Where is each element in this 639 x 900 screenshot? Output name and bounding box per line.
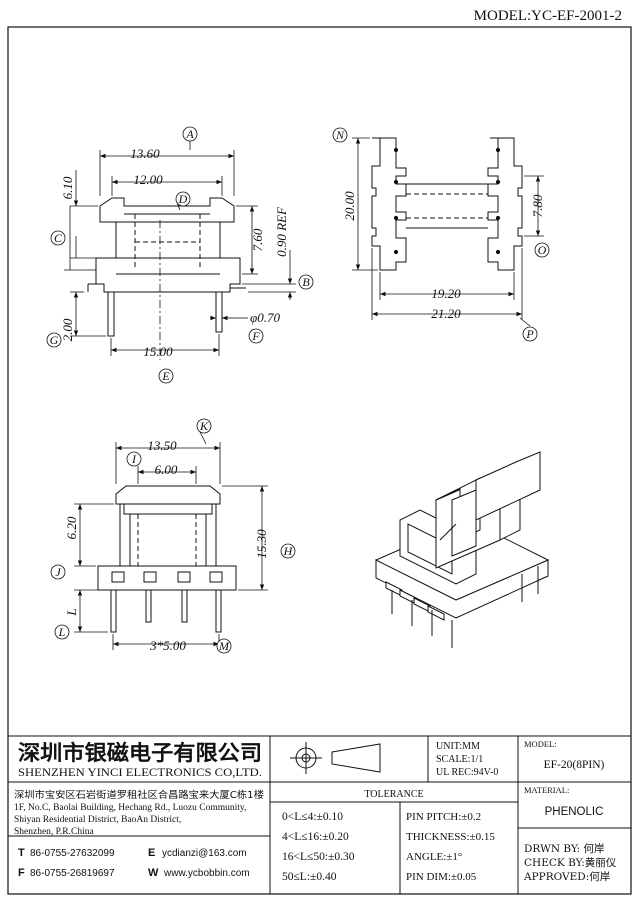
title-block-lines: [8, 735, 631, 894]
scale-label: SCALE:1/1: [436, 754, 483, 765]
dim-6-20: 6.20: [64, 516, 79, 539]
bubble-N: N: [335, 128, 345, 142]
bubble-P: P: [525, 327, 534, 341]
approved-by: APPROVED:何岸: [523, 870, 610, 883]
fax-value: 86-0755-26819697: [30, 868, 115, 879]
side-view-bubbles: [50, 418, 296, 654]
material-box-value: PHENOLIC: [545, 806, 604, 818]
dim-15-30: 15.30: [254, 529, 269, 559]
model-header: MODEL:YC-EF-2001-2: [474, 8, 622, 24]
dim-0-90-ref: 0.90 REF: [274, 206, 289, 257]
bubble-B: B: [302, 275, 310, 289]
drawing-frame: [7, 26, 632, 895]
unit-label: UNIT:MM: [436, 741, 480, 752]
dim-12-00: 12.00: [133, 172, 163, 187]
model-box-value: EF-20(8PIN): [544, 759, 605, 771]
projection-symbol: [290, 742, 381, 774]
tel-value: 86-0755-27632099: [30, 848, 115, 859]
top-view-dimensions: [352, 137, 544, 327]
bubble-L: L: [58, 625, 66, 639]
thickness-tolerance: THICKNESS:±0.15: [406, 831, 495, 843]
top-view-bubbles: [332, 127, 550, 342]
company-address-en-3: Shenzhen, P.R.China: [14, 827, 94, 837]
company-address-en-2: Shiyan Residential District, BaoAn Distr…: [14, 815, 181, 825]
dim-13-50: 13.50: [147, 438, 177, 453]
bubble-H: H: [283, 544, 294, 558]
company-address-cn: 深圳市宝安区石岩街道罗租社区合昌路宝来大厦C栋1楼: [14, 789, 265, 801]
top-view: [371, 137, 523, 271]
web-label: W: [148, 867, 159, 879]
bubble-A: A: [185, 127, 194, 141]
angle-tolerance: ANGLE:±1°: [406, 851, 462, 863]
email-value: ycdianzi@163.com: [162, 848, 247, 859]
dim-13-60: 13.60: [130, 146, 160, 161]
bubble-I: I: [131, 452, 137, 466]
top-view-bubble-text: N O P: [335, 128, 547, 341]
bubble-G: G: [50, 333, 59, 347]
dim-6-10: 6.10: [60, 176, 75, 199]
dim-7-80: 7.80: [530, 194, 545, 217]
dim-L: L: [64, 608, 79, 616]
company-address-en-1: 1F, No.C, Baolai Building, Hechang Rd., …: [14, 803, 246, 813]
tolerance-row-4: 50≤L:±0.40: [282, 871, 337, 883]
bubble-D: D: [178, 192, 188, 206]
email-label: E: [148, 847, 155, 859]
fax-label: F: [18, 867, 25, 879]
bubble-F: F: [251, 329, 260, 343]
company-name-cn: 深圳市银磁电子有限公司: [18, 741, 262, 765]
ul-label: UL REC:94V-0: [436, 767, 498, 778]
tolerance-row-1: 0<L≤4:±0.10: [282, 811, 343, 823]
front-view-dim-text: 13.60 12.00 6.10 7.60 0.90 REF 2.00 15.0…: [60, 146, 289, 359]
front-view-dimensions: [64, 140, 296, 360]
drawn-by: DRWN BY: 何岸: [524, 842, 604, 855]
tolerance-title: TOLERANCE: [364, 789, 423, 800]
side-view-bubble-text: K I J H L M: [55, 419, 293, 653]
dim-19-20: 19.20: [431, 286, 461, 301]
dim-7-60: 7.60: [250, 228, 265, 251]
side-view-dimensions: [74, 431, 268, 650]
dim-21-20: 21.20: [431, 306, 461, 321]
isometric-view: [374, 451, 550, 648]
material-box-label: MATERIAL:: [524, 785, 569, 795]
front-view-bubbles: [46, 126, 314, 384]
company-name-en: SHENZHEN YINCI ELECTRONICS CO,LTD.: [18, 765, 262, 779]
tolerance-row-3: 16<L≤50:±0.30: [282, 851, 355, 863]
dim-3x5-00: 3*5.00: [149, 638, 186, 653]
bubble-M: M: [218, 639, 230, 653]
bubble-C: C: [54, 231, 63, 245]
bubble-O: O: [538, 243, 547, 257]
dim-6-00: 6.00: [155, 462, 178, 477]
model-box-label: MODEL:: [524, 739, 557, 749]
bubble-E: E: [161, 369, 170, 383]
front-view-bubble-text: A D C B G F E: [50, 127, 311, 383]
bubble-J: J: [55, 565, 61, 579]
pin-dim-tolerance: PIN DIM:±0.05: [406, 871, 477, 883]
dim-20-00: 20.00: [342, 191, 357, 221]
side-view: [97, 485, 237, 633]
top-view-dim-text: 20.00 7.80 19.20 21.20: [342, 191, 545, 321]
pin-pitch-tolerance: PIN PITCH:±0.2: [406, 811, 481, 823]
bubble-K: K: [199, 419, 209, 433]
dim-phi-0-70: φ0.70: [250, 310, 280, 325]
front-view: [87, 197, 246, 337]
web-value: www.ycbobbin.com: [163, 868, 250, 879]
dim-15-00: 15.00: [143, 344, 173, 359]
checked-by: CHECK BY:黄丽仪: [524, 856, 617, 869]
dim-2-00: 2.00: [60, 318, 75, 341]
side-view-dim-text: 13.50 6.00 6.20 15.30 L 3*5.00: [64, 438, 269, 653]
tolerance-row-2: 4<L≤16:±0.20: [282, 831, 349, 843]
tel-label: T: [18, 847, 25, 859]
